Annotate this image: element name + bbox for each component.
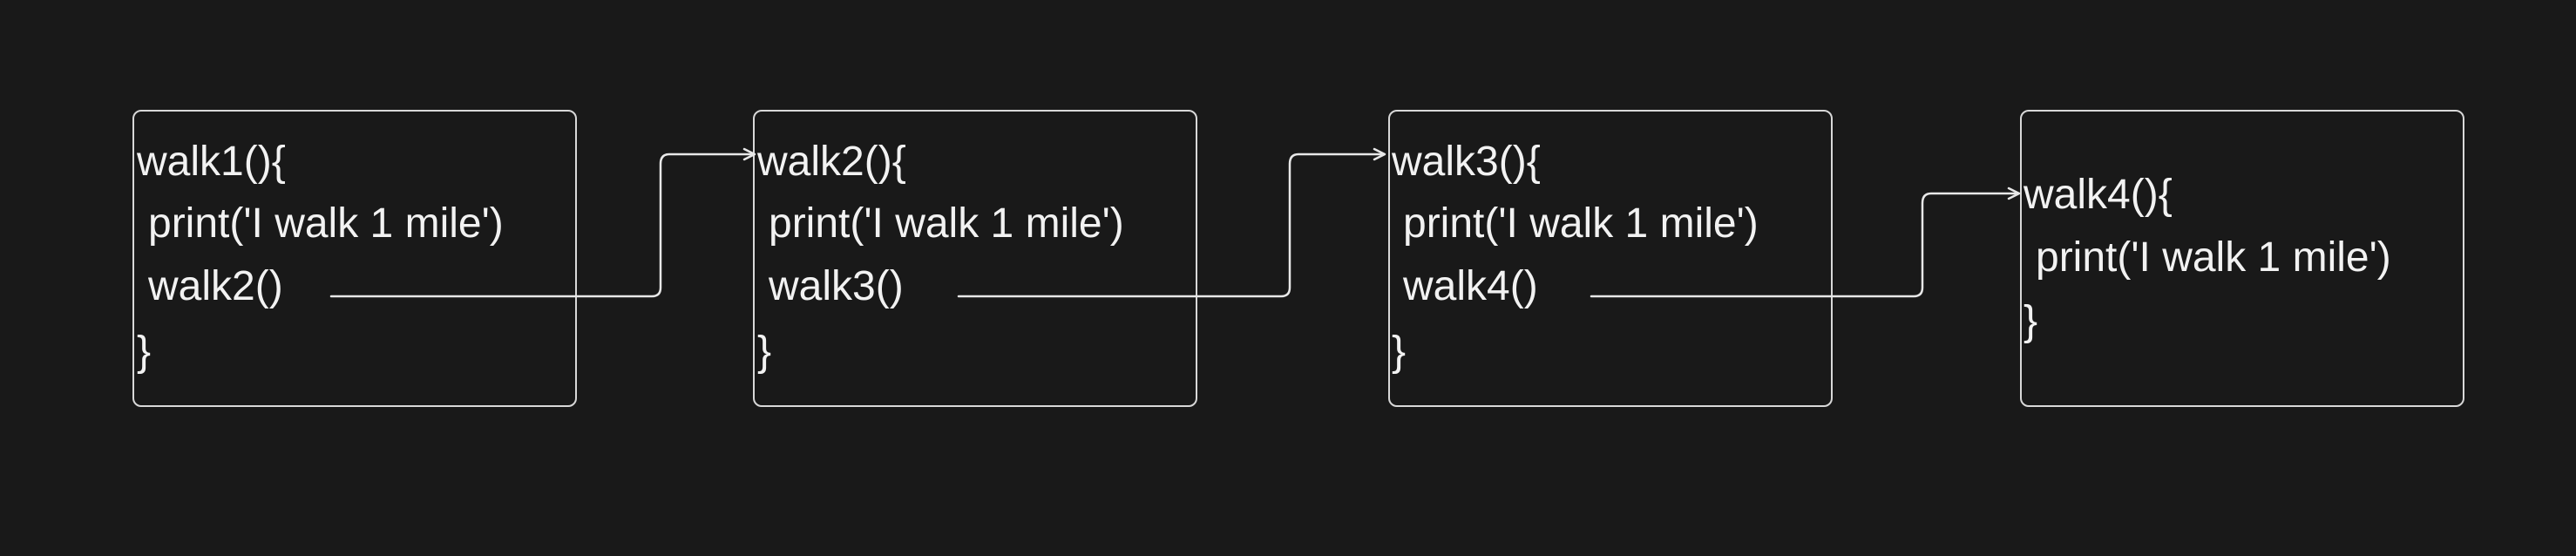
walk3-signature: walk3(){ <box>1392 139 1541 185</box>
walk3-closing-brace: } <box>1392 329 1407 375</box>
walk1-call-walk2: walk2() <box>148 263 283 309</box>
walk2-signature: walk2(){ <box>757 139 906 185</box>
walk2-call-walk3: walk3() <box>769 263 904 309</box>
function-box-walk4[interactable] <box>2020 110 2464 407</box>
walk1-signature: walk1(){ <box>137 139 286 185</box>
walk1-print-statement: print('I walk 1 mile') <box>148 200 504 247</box>
function-box-walk1[interactable] <box>132 110 577 407</box>
walk4-print-statement: print('I walk 1 mile') <box>2036 234 2391 281</box>
arrow-walk3-to-walk4[interactable] <box>1590 192 2020 298</box>
walk1-closing-brace: } <box>137 329 152 375</box>
function-box-walk3[interactable] <box>1388 110 1833 407</box>
arrowhead-walk2 <box>742 147 756 161</box>
arrowhead-walk3 <box>1373 147 1386 161</box>
arrow-walk2-to-walk3[interactable] <box>957 153 1386 298</box>
walk4-signature: walk4(){ <box>2024 172 2173 218</box>
walk2-print-statement: print('I walk 1 mile') <box>769 200 1124 247</box>
arrowhead-walk4 <box>2007 186 2021 200</box>
arrow-walk1-to-walk2[interactable] <box>329 153 756 298</box>
walk2-closing-brace: } <box>757 329 772 375</box>
walk3-call-walk4: walk4() <box>1403 263 1538 309</box>
function-box-walk2[interactable] <box>753 110 1197 407</box>
walk3-print-statement: print('I walk 1 mile') <box>1403 200 1759 247</box>
walk4-closing-brace: } <box>2024 298 2038 344</box>
